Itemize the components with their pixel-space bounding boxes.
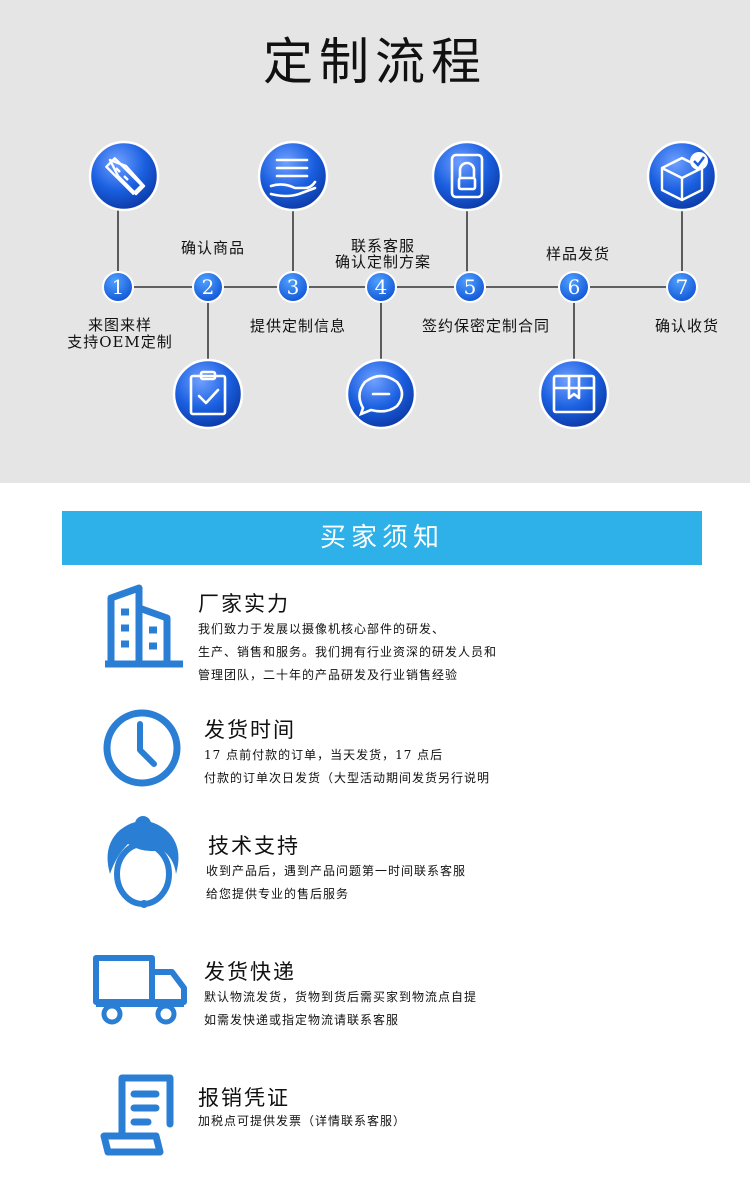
step-3-number: 3	[277, 271, 309, 303]
notice-item-title: 发货时间	[204, 718, 296, 742]
notice-item-text: 管理团队，二十年的产品研发及行业销售经验	[198, 668, 459, 682]
notice-item-express: 发货快递 默认物流发货，货物到货后需买家到物流点自提 如需发快递或指定物流请联系…	[0, 948, 750, 1038]
step-7-label: 确认收货	[654, 317, 719, 335]
notice-item-text: 默认物流发货，货物到货后需买家到物流点自提	[204, 990, 478, 1004]
notice-item-text: 如需发快递或指定物流请联系客服	[204, 1013, 400, 1027]
notice-item-title: 技术支持	[208, 834, 300, 858]
step-1-number: 1	[102, 271, 134, 303]
notice-item-text: 我们致力于发展以摄像机核心部件的研发、	[198, 622, 446, 636]
notice-item-text: 付款的订单次日发货（大型活动期间发货另行说明	[204, 771, 491, 785]
step-1-label: 来图来样 支持OEM定制	[60, 317, 180, 351]
step-number-text: 3	[287, 275, 300, 299]
notice-item-text: 17 点前付款的订单，当天发货，17 点后	[204, 748, 444, 762]
step-number-text: 7	[676, 275, 689, 299]
custom-process-section: 定制流程	[0, 0, 750, 483]
step-4-number: 4	[365, 271, 397, 303]
step-5-label: 签约保密定制合同	[421, 317, 550, 335]
pencil-ruler-icon	[88, 140, 160, 212]
step-2-label: 确认商品	[180, 239, 245, 257]
step-5-number: 5	[454, 271, 486, 303]
clipboard-check-icon	[172, 358, 244, 430]
notice-item-shipping-time: 发货时间 17 点前付款的订单，当天发货，17 点后 付款的订单次日发货（大型活…	[0, 706, 750, 796]
step-number-text: 2	[202, 275, 215, 299]
step-3-label: 提供定制信息	[249, 317, 346, 335]
step-6-label: 样品发货	[545, 245, 610, 263]
step-4-label-line2: 确认定制方案	[334, 253, 431, 271]
step-4-label-line1: 联系客服	[350, 237, 415, 255]
package-box-icon	[538, 358, 610, 430]
step-1-label-line2: 支持OEM定制	[67, 333, 173, 351]
notice-item-text: 收到产品后，遇到产品问题第一时间联系客服	[206, 864, 467, 878]
buyer-notice-title: 买家须知	[319, 523, 444, 553]
step-number-text: 6	[568, 275, 581, 299]
notice-item-title: 报销凭证	[198, 1086, 290, 1110]
step-2-number: 2	[192, 271, 224, 303]
step-6-number: 6	[558, 271, 590, 303]
notice-item-tech-support: 技术支持 收到产品后，遇到产品问题第一时间联系客服 给您提供专业的售后服务	[0, 816, 750, 916]
notice-item-text: 给您提供专业的售后服务	[206, 887, 350, 901]
chat-bubble-icon	[345, 358, 417, 430]
truck-icon	[93, 955, 187, 1025]
notice-item-text: 加税点可提供发票（详情联系客服）	[198, 1114, 407, 1128]
box-check-icon	[646, 140, 718, 212]
step-number-circles: 1 2 3 4 5 6 7	[102, 271, 698, 303]
receipt-icon	[100, 1074, 174, 1156]
building-icon	[105, 584, 183, 668]
notice-item-title: 发货快递	[204, 960, 296, 984]
notice-item-text: 生产、销售和服务。我们拥有行业资深的研发人员和	[198, 645, 498, 659]
customer-service-icon	[107, 816, 179, 908]
lock-icon	[431, 140, 503, 212]
step-4-label: 联系客服 确认定制方案	[318, 238, 448, 270]
step-7-number: 7	[666, 271, 698, 303]
notice-item-title: 厂家实力	[198, 592, 290, 616]
hand-document-icon	[257, 140, 329, 212]
step-number-text: 4	[375, 275, 388, 299]
notice-item-invoice: 报销凭证 加税点可提供发票（详情联系客服）	[0, 1072, 750, 1162]
step-1-label-line1: 来图来样	[87, 316, 152, 334]
step-number-text: 1	[112, 275, 125, 299]
process-flow-diagram: 1 2 3 4 5 6 7	[88, 140, 718, 430]
notice-item-factory-strength: 厂家实力 我们致力于发展以摄像机核心部件的研发、 生产、销售和服务。我们拥有行业…	[0, 580, 750, 682]
clock-icon	[103, 709, 181, 787]
step-number-text: 5	[464, 275, 477, 299]
buyer-notice-banner: 买家须知	[62, 511, 702, 565]
process-title: 定制流程	[263, 33, 487, 91]
